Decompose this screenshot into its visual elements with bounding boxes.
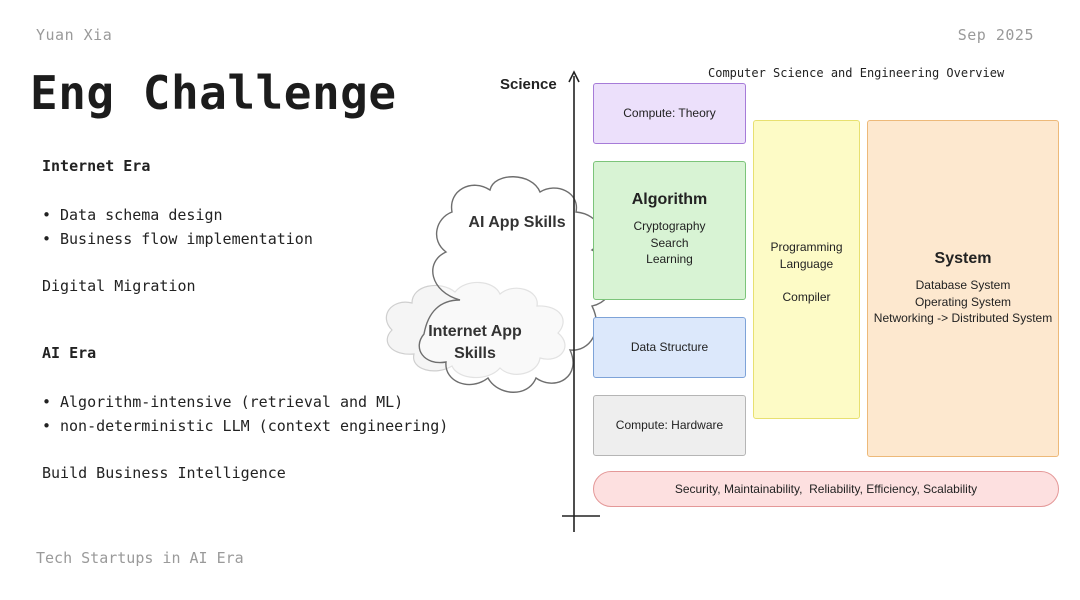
list-item-text: non-deterministic LLM (context engineeri…	[60, 417, 449, 435]
compute-theory-box: Compute: Theory	[593, 83, 746, 144]
ai-app-cloud	[418, 176, 613, 393]
algorithm-title: Algorithm	[631, 191, 708, 208]
list-item: •Algorithm-intensive (retrieval and ML)	[42, 393, 404, 411]
algorithm-box: Algorithm Cryptography Search Learning	[593, 161, 746, 300]
qualities-bar: Security, Maintainability, Reliability, …	[593, 471, 1059, 507]
system-title: System	[934, 250, 992, 267]
system-box: System Database System Operating System …	[867, 120, 1059, 457]
list-item: •Data schema design	[42, 206, 223, 224]
page-title: Eng Challenge	[30, 66, 397, 120]
system-item: Networking -> Distributed System	[873, 311, 1053, 325]
list-item: •non-deterministic LLM (context engineer…	[42, 417, 449, 435]
list-item: •Business flow implementation	[42, 230, 313, 248]
footer-text: Tech Startups in AI Era	[36, 549, 244, 567]
science-axis-label: Science	[500, 76, 557, 93]
ai-app-skills-label: AI App Skills	[468, 214, 566, 231]
ai-era-heading: AI Era	[42, 344, 97, 362]
list-item-text: Business flow implementation	[60, 230, 313, 248]
programming-language-spacer	[754, 272, 859, 289]
qualities-label: Security, Maintainability, Reliability, …	[674, 481, 978, 496]
axis-arrow-head	[568, 70, 580, 83]
compute-theory-label: Compute: Theory	[623, 106, 716, 121]
list-item-text: Algorithm-intensive (retrieval and ML)	[60, 393, 404, 411]
internet-era-summary: Digital Migration	[42, 277, 196, 295]
programming-language-box: Programming Language Compiler	[753, 120, 860, 419]
system-item: Operating System	[914, 294, 1012, 309]
compute-hardware-label: Compute: Hardware	[615, 418, 724, 433]
ai-era-list: •Algorithm-intensive (retrieval and ML) …	[42, 390, 448, 438]
programming-language-line: Programming	[770, 240, 843, 254]
programming-language-line: Language	[779, 256, 834, 271]
internet-era-list: •Data schema design •Business flow imple…	[42, 203, 313, 251]
algorithm-item: Cryptography	[633, 219, 706, 233]
list-item-text: Data schema design	[60, 206, 223, 224]
date-label: Sep 2025	[957, 26, 1034, 44]
system-item: Database System	[915, 278, 1011, 292]
author-name: Yuan Xia	[36, 26, 113, 44]
internet-era-heading: Internet Era	[42, 157, 151, 175]
internet-app-skills-label: Internet App Skills	[428, 323, 522, 362]
data-structure-box: Data Structure	[593, 317, 746, 378]
algorithm-item: Search	[650, 235, 689, 250]
diagram-caption: Computer Science and Engineering Overvie…	[708, 66, 1005, 80]
compiler-label: Compiler	[782, 289, 831, 304]
data-structure-label: Data Structure	[630, 340, 709, 355]
compute-hardware-box: Compute: Hardware	[593, 395, 746, 456]
ai-era-summary: Build Business Intelligence	[42, 464, 286, 482]
algorithm-item: Learning	[646, 252, 693, 266]
